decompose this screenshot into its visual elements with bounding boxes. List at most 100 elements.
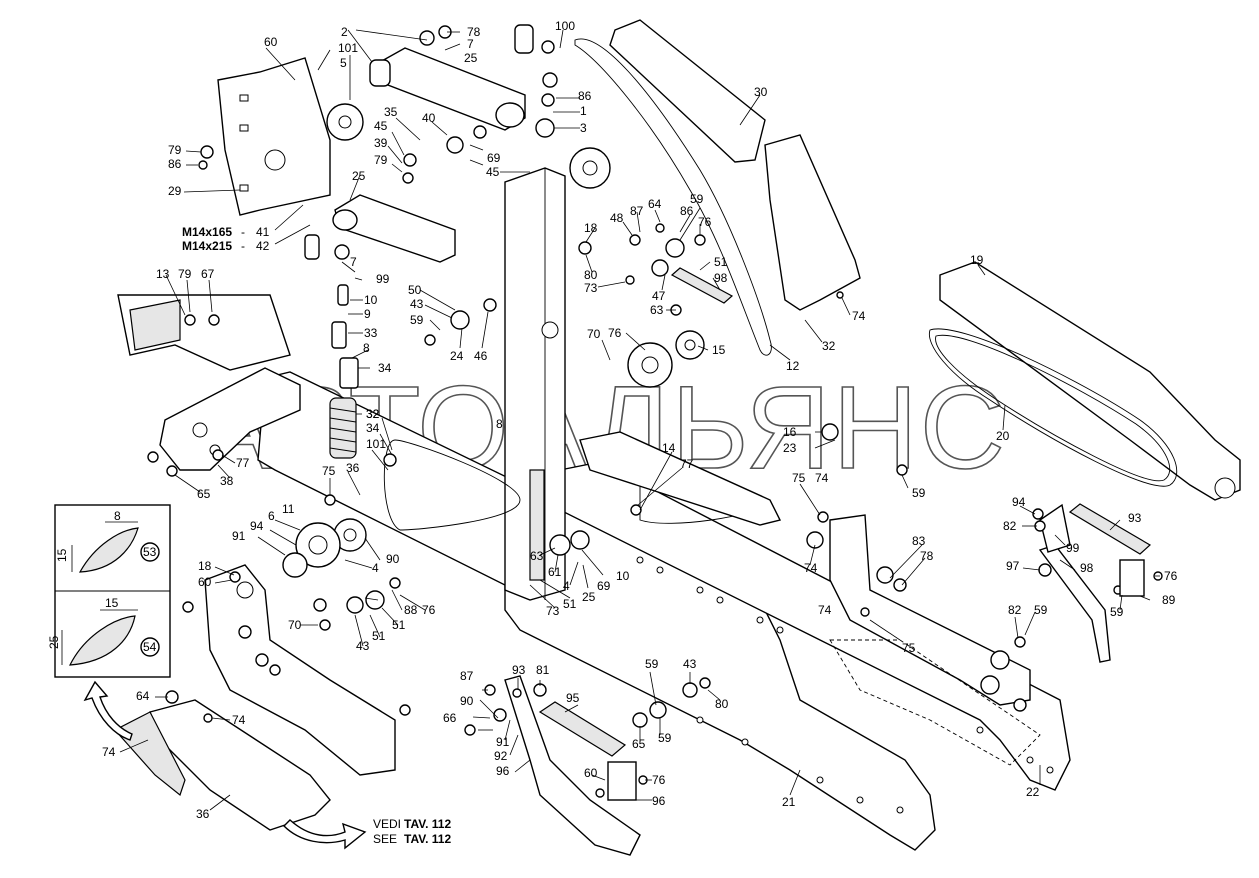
callout: 76 xyxy=(698,215,712,229)
callout: 91 xyxy=(496,735,510,749)
callout: 61 xyxy=(548,565,562,579)
callout: 77 xyxy=(236,456,250,470)
callout: 19 xyxy=(970,253,984,267)
callout: 59 xyxy=(645,657,659,671)
callout: 74 xyxy=(804,561,818,575)
callout: 64 xyxy=(648,197,662,211)
main-frame xyxy=(257,371,1071,851)
callout: 79 xyxy=(178,267,192,281)
callout: 95 xyxy=(566,691,580,705)
callout: 64 xyxy=(136,689,150,703)
callout: 32 xyxy=(366,407,380,421)
bolt-variant-label: M14x165 xyxy=(182,225,232,239)
callout: 93 xyxy=(1128,511,1142,525)
callout: 47 xyxy=(652,289,666,303)
callout: 51 xyxy=(563,597,577,611)
callout: 63 xyxy=(650,303,664,317)
callout: 29 xyxy=(168,184,182,198)
spring-34 xyxy=(329,397,357,459)
callout: 12 xyxy=(786,359,800,373)
guard-33 xyxy=(114,699,331,831)
bracket-102 xyxy=(1039,503,1071,553)
callout: 76 xyxy=(422,603,436,617)
callout: 8 xyxy=(363,341,370,355)
bolt-variant-num: 42 xyxy=(256,239,270,253)
callout: 76 xyxy=(652,773,666,787)
callout: 99 xyxy=(376,272,390,286)
detail-inset: 8 15 53 15 25 54 xyxy=(47,504,171,678)
callout: 36 xyxy=(346,461,360,475)
callout: 43 xyxy=(683,657,697,671)
callout: 74 xyxy=(102,745,116,759)
callout: 32 xyxy=(822,339,836,353)
callout: 14 xyxy=(662,441,676,455)
arm-29 xyxy=(332,194,456,263)
hardware xyxy=(147,24,1163,801)
callout: 25 xyxy=(464,51,478,65)
vertical-mast xyxy=(504,167,566,601)
callout: 89 xyxy=(1162,593,1176,607)
ref-prefix-it: VEDI xyxy=(373,817,401,831)
callout: 4 xyxy=(372,561,379,575)
callout: 75 xyxy=(902,641,916,655)
callout: 66 xyxy=(443,711,457,725)
callout: 74 xyxy=(818,603,832,617)
callout: 60 xyxy=(584,766,598,780)
callout: 18 xyxy=(584,221,598,235)
callout: 59 xyxy=(410,313,424,327)
svg-text:-: - xyxy=(241,225,245,239)
callout: 51 xyxy=(714,255,728,269)
callout: 4 xyxy=(563,579,570,593)
callout: 15 xyxy=(712,343,726,357)
dim-height-bottom: 25 xyxy=(47,635,61,649)
callout: 20 xyxy=(996,429,1010,443)
belt-22 xyxy=(928,328,1178,487)
curved-arrow-left xyxy=(83,680,133,741)
svg-text:-: - xyxy=(241,239,245,253)
callout: 86 xyxy=(680,204,694,218)
callout: 86 xyxy=(168,157,182,171)
left-bracket xyxy=(217,57,331,216)
ref-prefix-en: SEE xyxy=(373,832,397,846)
callout: 90 xyxy=(460,694,474,708)
arm-16 xyxy=(579,431,782,526)
callout: 7 xyxy=(350,255,357,269)
callout: 24 xyxy=(450,349,464,363)
belt-cover-28 xyxy=(609,19,861,311)
callout: 86 xyxy=(578,89,592,103)
callout: 13 xyxy=(156,267,170,281)
bolt-variants: M14x165 - 41 M14x215 - 42 xyxy=(182,225,270,253)
callout: 5 xyxy=(340,56,347,70)
bolt-variant-num: 41 xyxy=(256,225,270,239)
plate-20 xyxy=(204,564,396,776)
callout: 48 xyxy=(610,211,624,225)
callout: 16 xyxy=(783,425,797,439)
callout: 45 xyxy=(486,165,500,179)
callout: 82 xyxy=(1003,519,1017,533)
callout: 25 xyxy=(352,169,366,183)
callout: 98 xyxy=(1080,561,1094,575)
callout-53: 53 xyxy=(143,545,157,559)
callout: 69 xyxy=(487,151,501,165)
callout: 91 xyxy=(232,529,246,543)
ref-code-en: TAV. 112 xyxy=(404,832,451,846)
callout: 74 xyxy=(852,309,866,323)
top-arm xyxy=(369,47,526,131)
callout: 51 xyxy=(372,629,386,643)
callout-labels: 2 78 7 100 25 60 101 5 86 1 3 45 79 86 2… xyxy=(102,19,1178,821)
callout: 34 xyxy=(366,421,380,435)
callout: 10 xyxy=(616,569,630,583)
callout: 73 xyxy=(584,281,598,295)
callout: 96 xyxy=(496,764,510,778)
callout: 67 xyxy=(201,267,215,281)
callout: 70 xyxy=(587,327,601,341)
callout: 39 xyxy=(374,136,388,150)
callout: 6 xyxy=(268,509,275,523)
callout: 65 xyxy=(197,487,211,501)
callout: 51 xyxy=(392,618,406,632)
dim-width-bottom: 15 xyxy=(105,596,119,610)
callout: 79 xyxy=(168,143,182,157)
callout: 87 xyxy=(460,669,474,683)
